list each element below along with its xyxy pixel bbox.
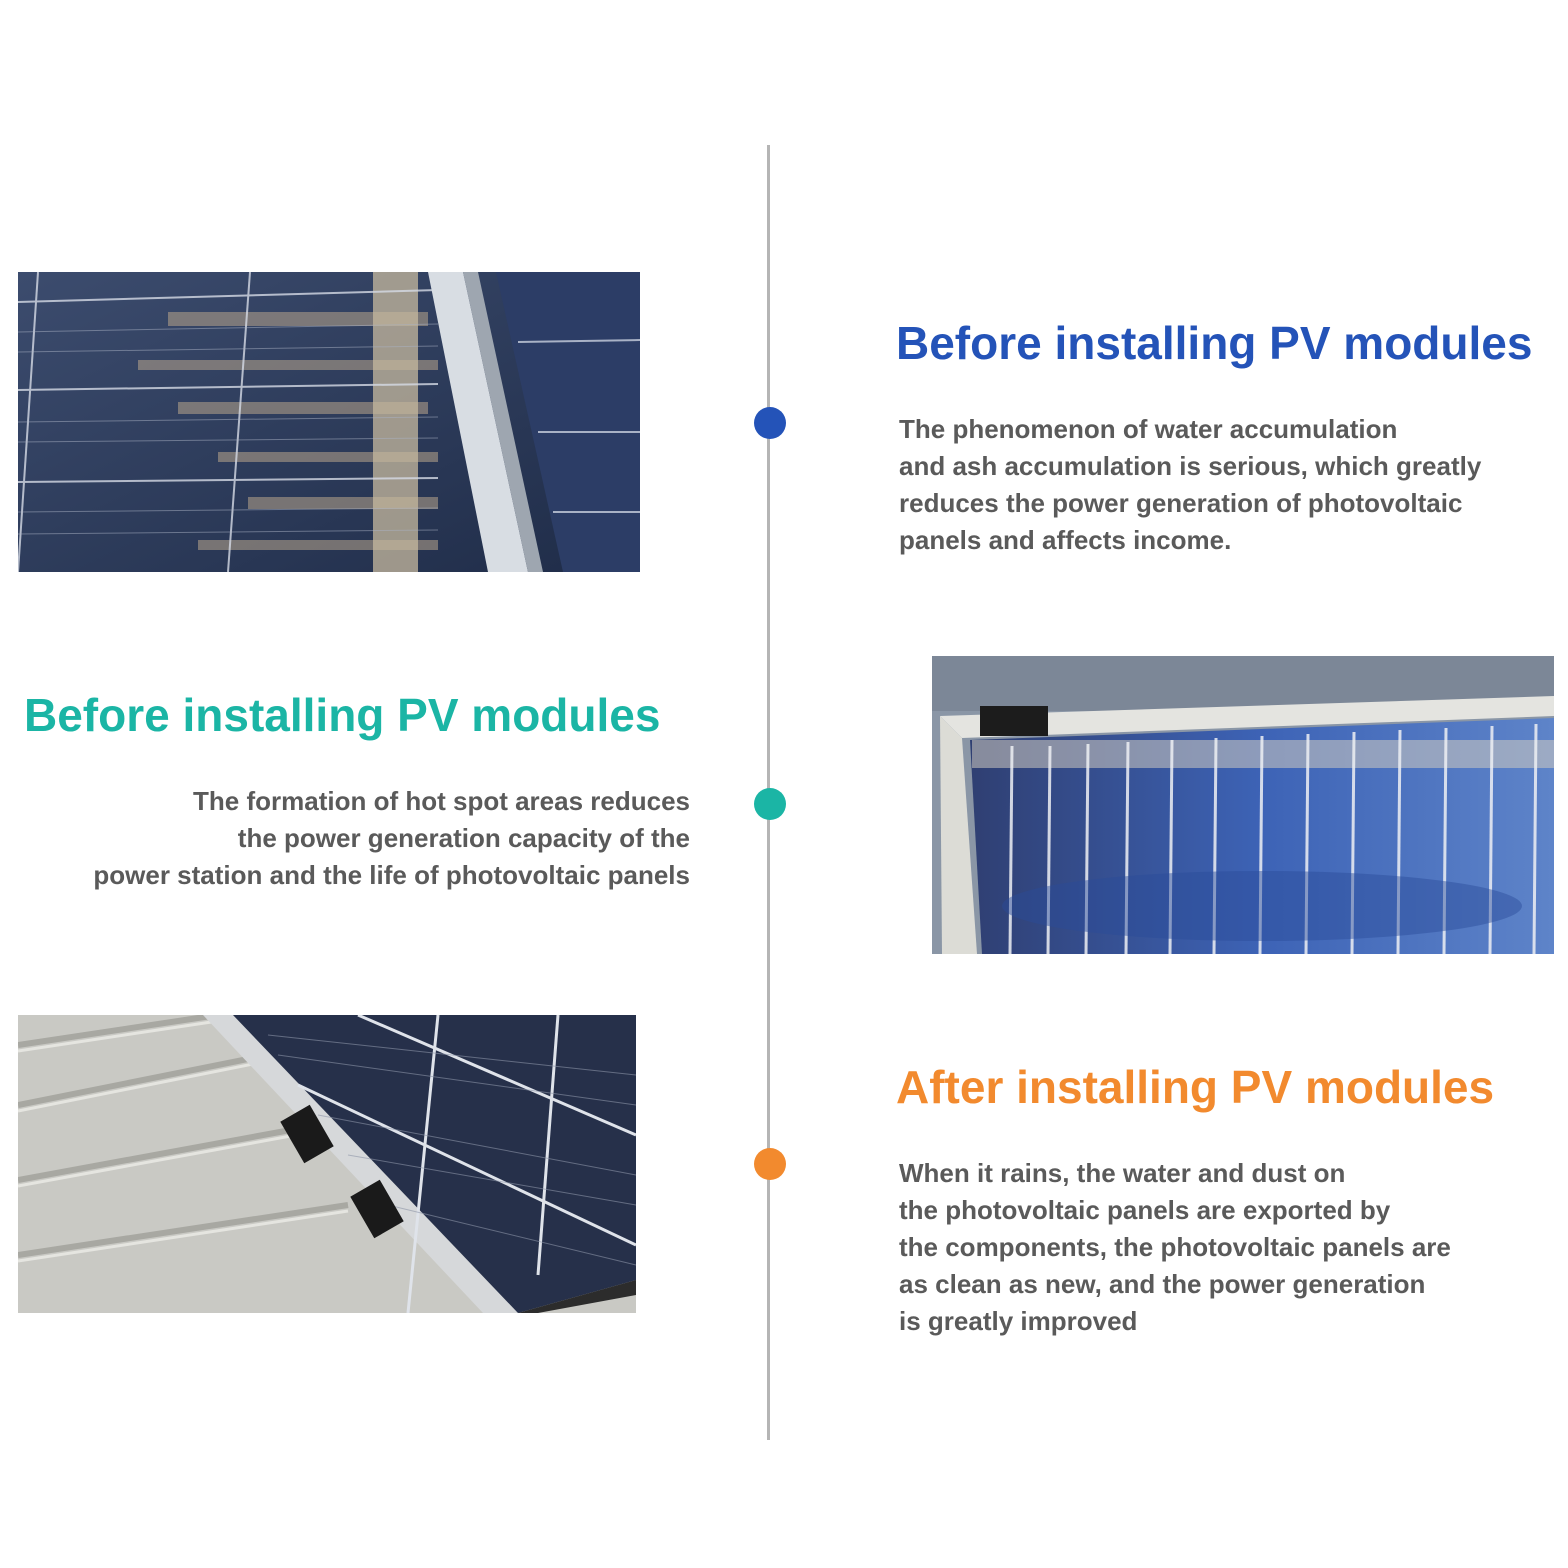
- section-3-line: the photovoltaic panels are exported by: [899, 1195, 1391, 1225]
- section-3-description: When it rains, the water and dust on the…: [899, 1155, 1559, 1340]
- section-2-line: The formation of hot spot areas reduces: [193, 786, 690, 816]
- section-3-line: When it rains, the water and dust on: [899, 1158, 1346, 1188]
- section-1-heading: Before installing PV modules: [896, 317, 1533, 369]
- dusty-solar-panel-photo: [18, 272, 640, 572]
- section-1-line: and ash accumulation is serious, which g…: [899, 451, 1482, 481]
- timeline-dot-teal: [754, 788, 786, 820]
- section-2-line: the power generation capacity of the: [237, 823, 690, 853]
- section-3-line: as clean as new, and the power generatio…: [899, 1269, 1426, 1299]
- section-2-line: power station and the life of photovolta…: [93, 860, 690, 890]
- section-1-line: The phenomenon of water accumulation: [899, 414, 1398, 444]
- clean-solar-panel-photo: [18, 1015, 636, 1313]
- timeline-dot-blue: [754, 407, 786, 439]
- section-2-heading: Before installing PV modules: [24, 689, 661, 741]
- section-3-line: is greatly improved: [899, 1306, 1138, 1336]
- section-1-line: panels and affects income.: [899, 525, 1232, 555]
- hot-spot-solar-panel-photo: [932, 656, 1554, 954]
- section-2-description: The formation of hot spot areas reduces …: [20, 783, 690, 894]
- section-3-line: the components, the photovoltaic panels …: [899, 1232, 1451, 1262]
- timeline-dot-orange: [754, 1148, 786, 1180]
- section-1-line: reduces the power generation of photovol…: [899, 488, 1463, 518]
- section-1-description: The phenomenon of water accumulation and…: [899, 411, 1559, 559]
- section-3-heading: After installing PV modules: [896, 1061, 1495, 1113]
